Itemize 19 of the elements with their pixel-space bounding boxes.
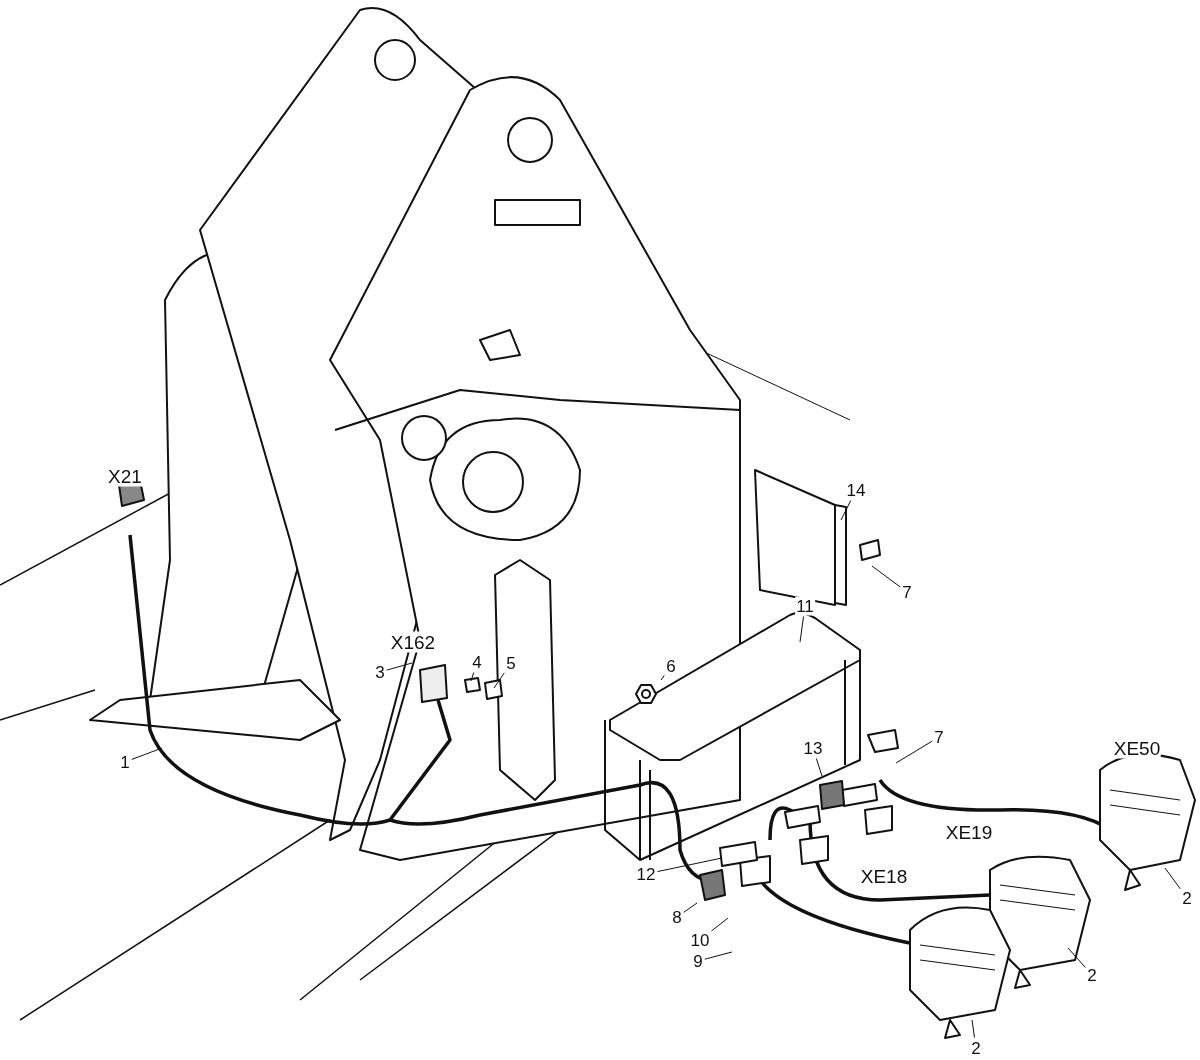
leader-line [710, 917, 729, 932]
leader-line [799, 616, 805, 643]
leader-line [971, 1019, 975, 1038]
leader-line [493, 672, 505, 689]
leader-line [895, 740, 933, 764]
leader-line [386, 662, 413, 671]
leader-line [656, 857, 723, 873]
leader-line [815, 758, 823, 777]
callout-number: 11 [795, 596, 815, 616]
leader-line [683, 902, 698, 913]
leader-line [131, 747, 163, 760]
leader-line [1164, 867, 1181, 890]
connector-label: X162 [389, 631, 437, 653]
leader-line [704, 951, 733, 960]
leader-line [1067, 947, 1086, 968]
leader-line [840, 500, 852, 521]
leader-line [470, 672, 475, 682]
leader-line [871, 565, 901, 588]
leader-line [660, 674, 665, 681]
